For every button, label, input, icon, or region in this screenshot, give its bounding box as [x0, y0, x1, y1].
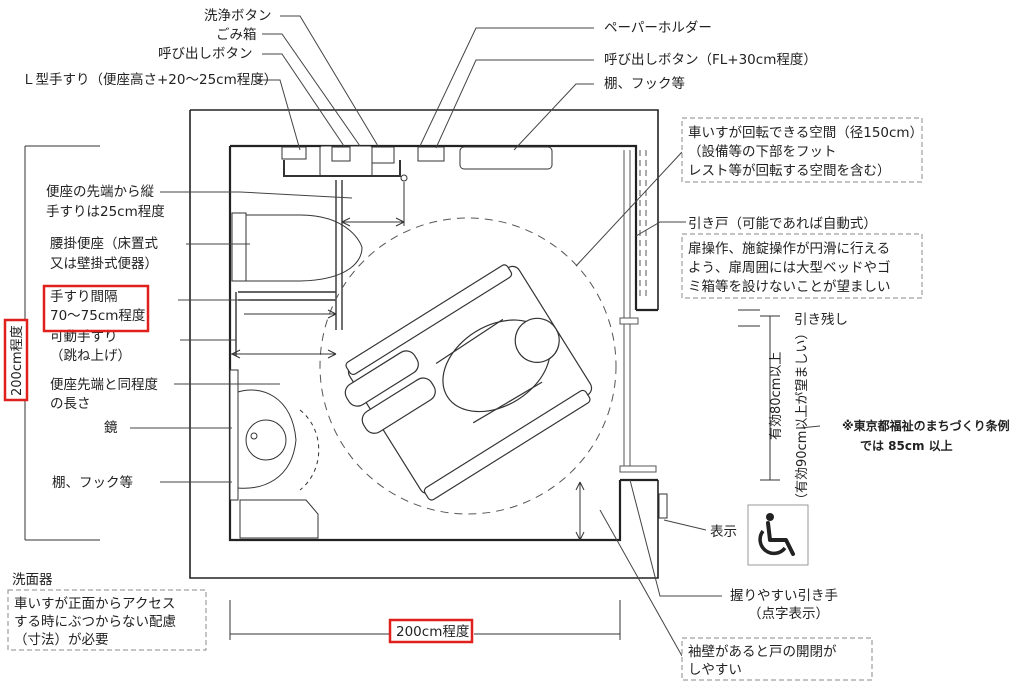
svg-text:よう、扉周囲には大型ベッドやゴ: よう、扉周囲には大型ベッドやゴ [688, 259, 891, 276]
height-dimension-label: 200cm程度 [3, 318, 29, 402]
note-sink-access: 車いすが正面からアクセス する時にぶつからない配慮 （寸法）が必要 [7, 589, 207, 651]
svg-text:200cm程度: 200cm程度 [396, 624, 469, 640]
note-wheelchair-space: 車いすが回転できる空間（径150cm） （設備等の下部をフット レスト等が回転す… [681, 117, 923, 183]
label-seat-tip-2: 手すりは25cm程度 [46, 204, 165, 220]
svg-text:しやすい: しやすい [688, 662, 742, 678]
label-toilet-2: 又は壁掛式便器） [50, 256, 158, 272]
rail-gap-highlight [42, 284, 150, 333]
label-sliding-door: 引き戸（可能であれば自動式） [688, 216, 877, 232]
label-call-button-fl: 呼び出しボタン（FL+30cm程度） [604, 52, 817, 68]
label-sign: 表示 [710, 524, 737, 540]
label-group: 洗浄ボタン ごみ箱 呼び出しボタン Ｌ型手すり（便座高さ+20～25cm程度） … [12, 8, 1010, 622]
handrails [235, 180, 343, 356]
svg-text:200cm程度: 200cm程度 [9, 325, 25, 396]
leader-lines [130, 15, 821, 657]
svg-text:車いすが正面からアクセス: 車いすが正面からアクセス [14, 596, 175, 612]
label-effective-width-pref: （有効90cm以上が望ましい） [794, 327, 810, 506]
svg-text:車いすが回転できる空間（径150cm）: 車いすが回転できる空間（径150cm） [688, 125, 923, 141]
seat-tip-dimension [341, 182, 405, 227]
label-seat-tip-1: 便座の先端から縦 [46, 184, 154, 200]
note-sleeve-wall: 袖壁があると戸の開閉が しやすい [681, 637, 873, 681]
svg-text:袖壁があると戸の開閉が: 袖壁があると戸の開閉が [688, 644, 837, 660]
label-mirror: 鏡 [104, 420, 118, 436]
svg-text:（寸法）が必要: （寸法）が必要 [14, 632, 109, 648]
sink-fixture [229, 369, 320, 539]
wheelchair-symbol-icon [747, 504, 809, 566]
rail-gap-dimension [230, 309, 337, 359]
toilet-bowl [231, 212, 363, 282]
label-toilet-1: 腰掛便座（床置式 [50, 236, 158, 252]
width-dimension-label: 200cm程度 [388, 618, 474, 644]
label-tokyo-note-1: ※東京都福祉のまちづくり条例 [842, 418, 1010, 433]
svg-text:する時にぶつからない配慮: する時にぶつからない配慮 [14, 614, 176, 630]
label-call-button: 呼び出しボタン [158, 46, 253, 62]
label-rail-gap-1: 手すり間隔 [50, 289, 118, 305]
label-wash-button: 洗浄ボタン [204, 8, 272, 24]
label-tokyo-note-2: では 85cm 以上 [860, 438, 953, 453]
svg-text:レスト等が回転する空間を含む）: レスト等が回転する空間を含む） [688, 162, 891, 179]
svg-text:扉操作、施錠操作が円滑に行える: 扉操作、施錠操作が円滑に行える [688, 241, 890, 257]
svg-text:（設備等の下部をフット: （設備等の下部をフット [688, 143, 837, 160]
wheelchair-turning-circle [319, 217, 617, 515]
top-fixtures [281, 145, 553, 182]
label-effective-width: 有効80cm以上 [769, 352, 784, 440]
label-trash-box: ごみ箱 [216, 27, 257, 43]
svg-text:ミ箱等を設けないことが望ましい: ミ箱等を設けないことが望ましい [688, 278, 891, 295]
label-easy-handle-1: 握りやすい引き手 [730, 588, 838, 604]
wheelchair-user-figure [344, 264, 593, 501]
label-movable-rail-1: 可動手すり [50, 329, 118, 345]
note-door-operation: 扉操作、施錠操作が円滑に行える よう、扉周囲には大型ベッドやゴ ミ箱等を設けない… [681, 233, 923, 299]
label-same-length-2: の長さ [50, 396, 91, 412]
label-movable-rail-2: （跳ね上げ） [50, 348, 131, 364]
door-dimensions [575, 309, 780, 541]
label-leftover: 引き残し [794, 312, 848, 328]
label-rail-gap-2: 70～75cm程度 [50, 308, 145, 324]
width-dimension [229, 600, 621, 640]
sign-plate [658, 493, 668, 519]
label-shelf-hook-left: 棚、フック等 [52, 474, 133, 491]
effective-width-labels: 有効80cm以上 （有効90cm以上が望ましい） [769, 327, 810, 506]
label-paper-holder: ペーパーホルダー [604, 20, 712, 36]
label-sink: 洗面器 [12, 572, 53, 588]
sliding-door [619, 150, 657, 473]
label-l-handrail: Ｌ型手すり（便座高さ+20～25cm程度） [22, 71, 277, 88]
label-shelf-hook-top: 棚、フック等 [604, 75, 685, 92]
label-same-length-1: 便座先端と同程度 [50, 377, 158, 393]
label-easy-handle-2: （点字表示） [748, 606, 829, 622]
